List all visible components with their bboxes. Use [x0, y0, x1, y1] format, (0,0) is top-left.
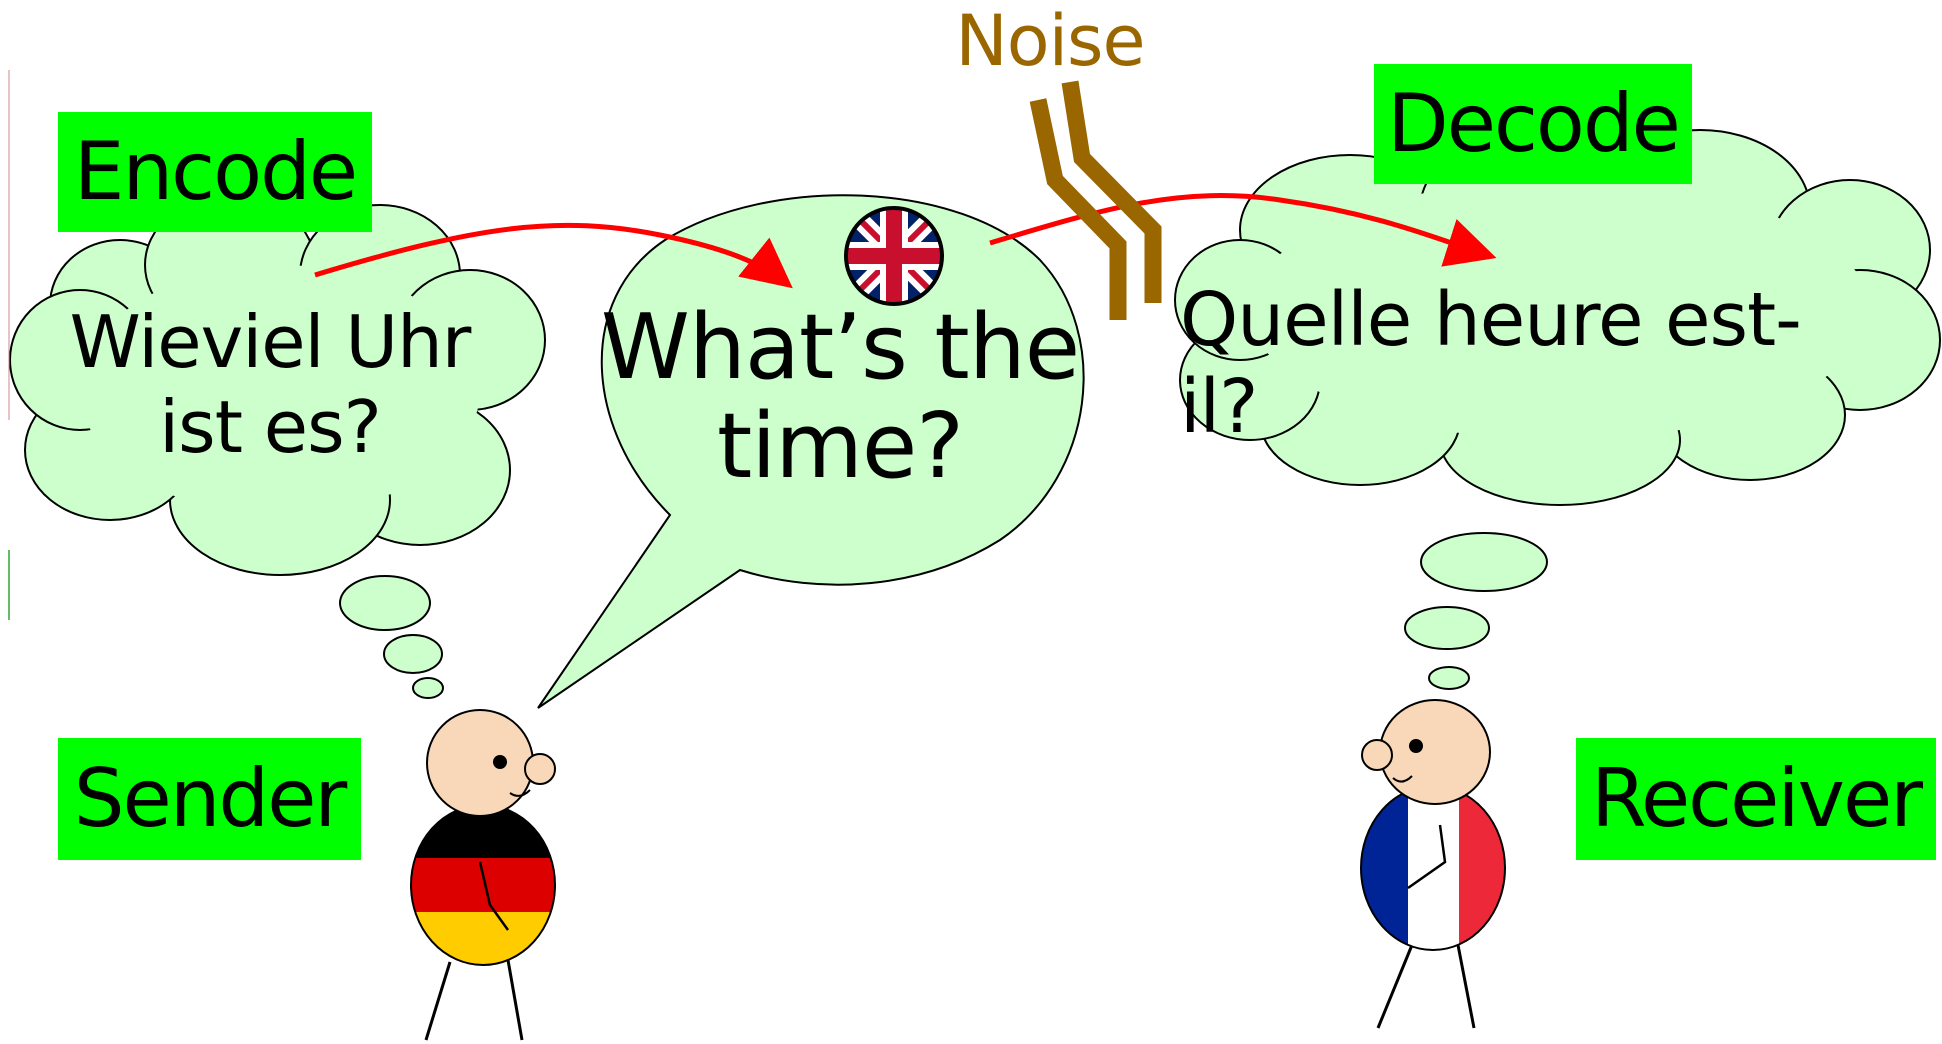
- german-message-line1: Wieviel Uhr: [69, 300, 472, 384]
- encode-label: Encode: [58, 112, 372, 232]
- sender-thought-dots: [339, 575, 444, 699]
- english-message-line1: What’s the: [600, 295, 1080, 400]
- sender-eye: [493, 755, 507, 769]
- sender-thought-cloud: [9, 194, 546, 576]
- german-message: Wieviel Uhr ist es?: [40, 300, 500, 470]
- noise-zigzag-icon: [1029, 80, 1162, 320]
- sender-label: Sender: [58, 738, 361, 860]
- sender-person: [410, 709, 556, 1041]
- english-message-line2: time?: [716, 394, 964, 499]
- decode-label: Decode: [1374, 64, 1692, 184]
- french-message: Quelle heure est-il?: [1180, 277, 1802, 451]
- receiver-person: [1360, 699, 1506, 1029]
- receiver-label: Receiver: [1576, 738, 1936, 860]
- german-message-line2: ist es?: [159, 384, 382, 469]
- receiver-eye: [1409, 739, 1423, 753]
- encode-arrow: [314, 222, 793, 289]
- sender-nose: [524, 753, 556, 785]
- noise-label: Noise: [955, 0, 1145, 82]
- decode-arrow: [989, 193, 1497, 267]
- english-speech-bubble: [537, 194, 1085, 709]
- receiver-nose: [1361, 739, 1393, 771]
- receiver-thought-dots: [1404, 532, 1548, 690]
- sender-head: [426, 709, 534, 817]
- english-message: What’s the time?: [600, 298, 1080, 496]
- receiver-head: [1379, 699, 1491, 805]
